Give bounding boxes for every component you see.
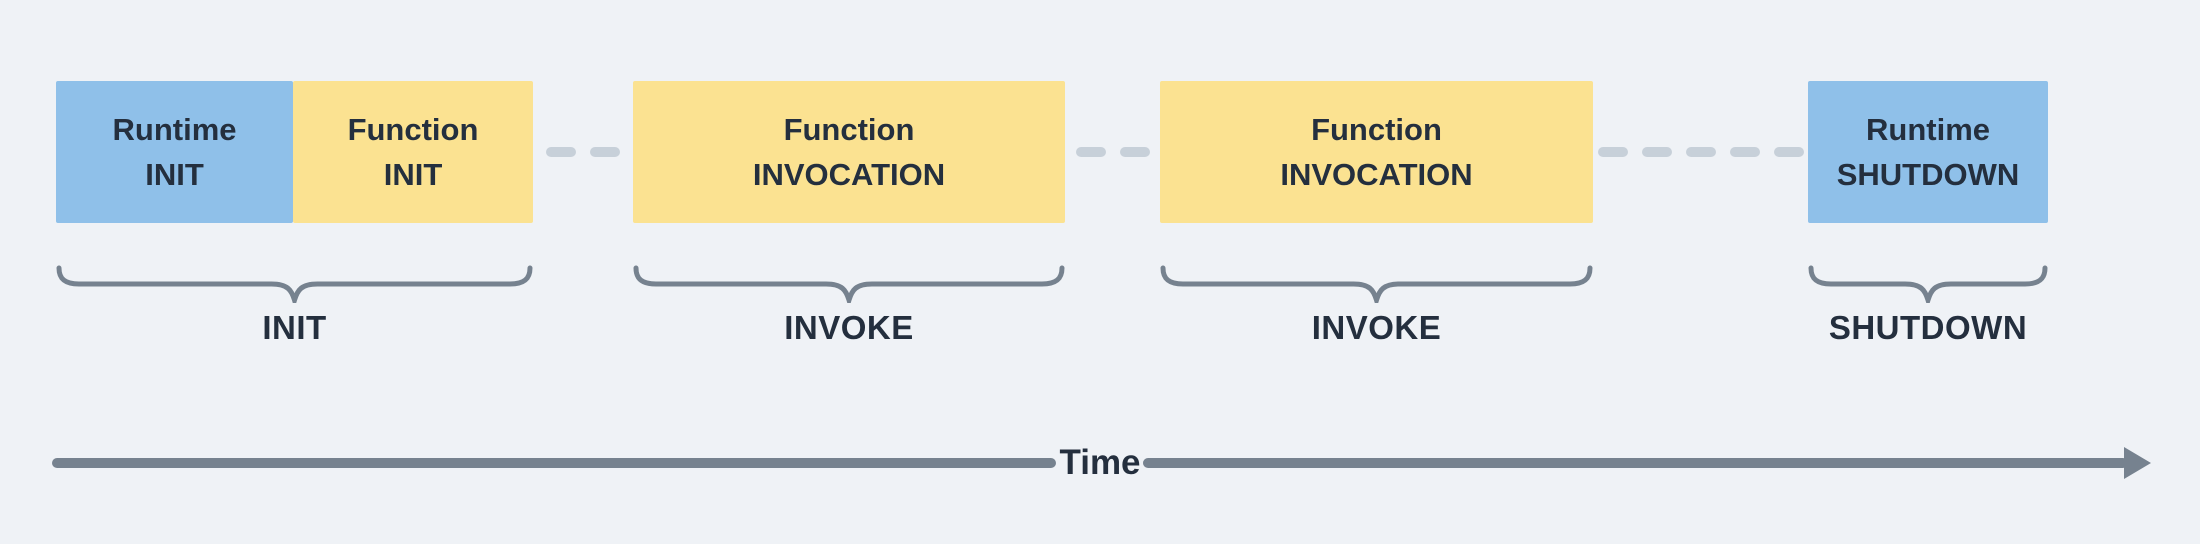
group-label: INIT [262, 309, 327, 346]
phase-block-line2: INIT [383, 157, 443, 192]
phase-block-line2: INVOCATION [1280, 157, 1473, 192]
timeline-connector-dashes [1593, 147, 1808, 157]
phase-block-line1: Runtime [112, 112, 237, 147]
connector-dash [1075, 147, 1106, 157]
connector-dash [1685, 147, 1716, 157]
phase-block-line2: SHUTDOWN [1836, 157, 2020, 192]
phase-block-line2: INIT [145, 157, 204, 192]
group-brace [56, 265, 533, 303]
connector-dash [590, 147, 620, 157]
connector-dash [1119, 147, 1150, 157]
connector-dash [1641, 147, 1672, 157]
phase-block-line1: Function [347, 112, 479, 147]
timeline-connector-dashes [533, 147, 633, 157]
phase-block-line1: Runtime [1866, 112, 1990, 147]
connector-dash [1729, 147, 1760, 157]
connector-dash [1597, 147, 1628, 157]
connector-dash [1773, 147, 1804, 157]
timeline-connector-dashes [1065, 147, 1160, 157]
phase-block-line1: Function [1311, 112, 1442, 147]
group-brace [1160, 265, 1593, 303]
time-axis-line-right [1143, 458, 2128, 468]
phase-block-line1: Function [783, 112, 915, 147]
phase-block-line2: INVOCATION [752, 157, 946, 192]
group-label: SHUTDOWN [1828, 309, 2028, 346]
time-axis-line-left [52, 458, 1056, 468]
time-axis-label: Time [1059, 443, 1141, 482]
connector-dash [546, 147, 576, 157]
group-label: INVOKE [784, 309, 914, 346]
group-brace [1808, 265, 2048, 303]
time-axis-arrowhead-icon [2124, 447, 2151, 479]
group-brace [633, 265, 1065, 303]
group-label: INVOKE [1311, 309, 1442, 346]
